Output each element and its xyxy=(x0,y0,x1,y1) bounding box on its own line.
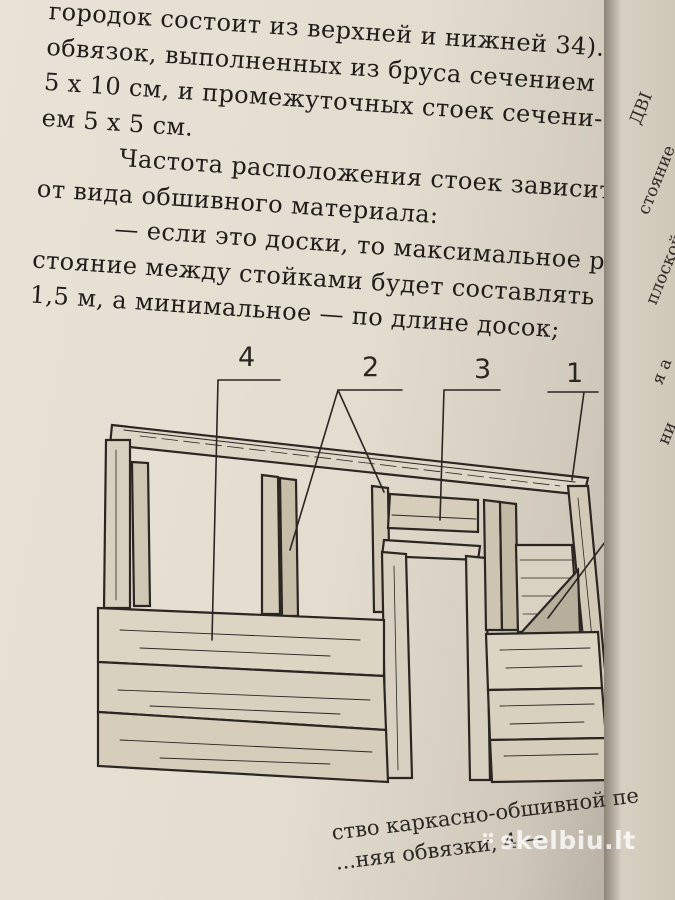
callout-2: 2 xyxy=(362,352,380,383)
edge-word-2: стояние xyxy=(634,142,675,218)
edge-word-4: я а xyxy=(648,355,675,388)
edge-word-1: ДВІ xyxy=(626,89,657,128)
callout-3: 3 xyxy=(474,354,492,385)
edge-word-5: ни xyxy=(654,418,675,448)
adjacent-page-edge: ДВІ стояние плоской я а ни xyxy=(604,0,675,900)
watermark-logo-icon xyxy=(483,833,493,843)
edge-word-3: плоской xyxy=(642,231,675,308)
frame-wall-illustration xyxy=(96,379,630,784)
callout-4: 4 xyxy=(238,342,256,373)
callout-1-top: 1 xyxy=(566,358,584,389)
book-page: городок состоит из верхней и нижней 34).… xyxy=(0,0,630,900)
watermark-text: skelbiu.lt xyxy=(500,826,636,855)
